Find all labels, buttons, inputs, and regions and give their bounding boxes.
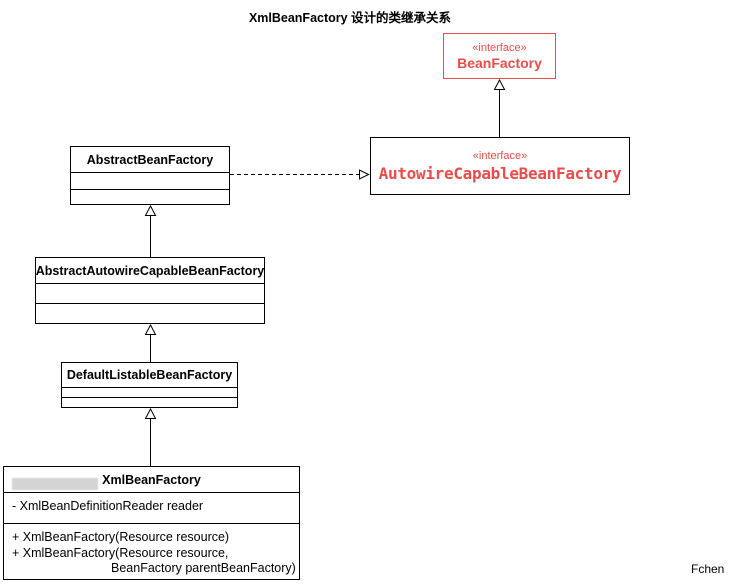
class-box-abstractbeanfactory: AbstractBeanFactory	[70, 146, 230, 205]
xmlbeanfactory-field-reader: - XmlBeanDefinitionReader reader	[12, 499, 204, 513]
abstractbeanfactory-name: AbstractBeanFactory	[86, 152, 214, 167]
generalization-arrow-defaultlistable-to-abstractautowire	[144, 323, 157, 362]
defaultlistable-fields-compartment	[62, 387, 237, 397]
class-box-defaultlistablebeanfactory: DefaultListableBeanFactory	[61, 362, 238, 408]
class-box-xmlbeanfactory: XmlBeanFactory - XmlBeanDefinitionReader…	[3, 466, 300, 580]
abstractautowire-methods-compartment	[36, 303, 264, 323]
generalization-arrow-autowirecapable-to-beanfactory	[493, 78, 506, 137]
xmlbeanfactory-methods-compartment: + XmlBeanFactory(Resource resource) + Xm…	[4, 523, 299, 579]
beanfactory-stereotype: «interface»	[472, 41, 527, 54]
autowirecapable-name: AutowireCapableBeanFactory	[378, 163, 622, 183]
gray-highlight-smudge	[12, 478, 98, 490]
realization-arrow-abstractbeanfactory-to-autowirecapable	[230, 169, 370, 180]
class-box-abstractautowirecapablebeanfactory: AbstractAutowireCapableBeanFactory	[35, 257, 265, 324]
defaultlistable-name: DefaultListableBeanFactory	[66, 368, 233, 382]
generalization-arrow-abstractautowire-to-abstractbeanfactory	[144, 204, 157, 257]
abstractautowire-name: AbstractAutowireCapableBeanFactory	[35, 263, 265, 278]
abstractbeanfactory-fields-compartment	[71, 172, 229, 189]
autowirecapable-stereotype: «interface»	[472, 149, 528, 162]
xmlbeanfactory-name: XmlBeanFactory	[102, 472, 201, 487]
abstractautowire-fields-compartment	[36, 283, 264, 303]
author-credit: Fchen	[691, 562, 725, 576]
class-box-beanfactory: «interface» BeanFactory	[443, 33, 556, 79]
xmlbeanfactory-method-ctor1: + XmlBeanFactory(Resource resource)	[12, 530, 230, 544]
abstractbeanfactory-methods-compartment	[71, 189, 229, 205]
xmlbeanfactory-method-ctor2-line2: BeanFactory parentBeanFactory)	[111, 561, 296, 575]
defaultlistable-methods-compartment	[62, 397, 237, 407]
beanfactory-name: BeanFactory	[457, 54, 542, 71]
class-box-autowirecapablebeanfactory: «interface» AutowireCapableBeanFactory	[370, 137, 630, 195]
generalization-arrow-xmlbeanfactory-to-defaultlistable	[144, 407, 157, 466]
xmlbeanfactory-fields-compartment: - XmlBeanDefinitionReader reader	[4, 492, 299, 523]
xmlbeanfactory-method-ctor2-line1: + XmlBeanFactory(Resource resource,	[12, 545, 229, 560]
diagram-title: XmlBeanFactory 设计的类继承关系	[248, 11, 452, 25]
xmlbeanfactory-title-row: XmlBeanFactory	[4, 467, 299, 492]
